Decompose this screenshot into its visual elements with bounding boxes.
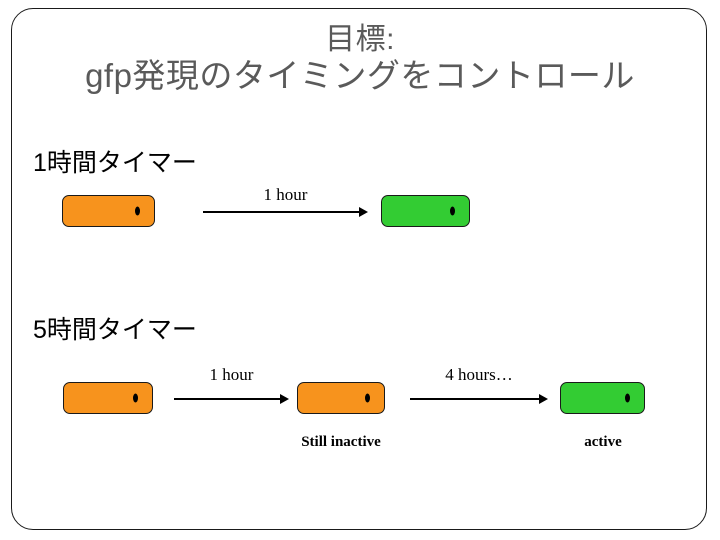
gene-marker-dot-icon — [625, 393, 630, 403]
state-caption-active: active — [584, 434, 622, 450]
gene-marker-dot-icon — [135, 206, 140, 216]
arrow-head-icon — [359, 207, 368, 217]
gene-marker-dot-icon — [365, 393, 370, 403]
page-title-line-1: 目標: — [325, 23, 395, 56]
transition-label-row1-1hour: 1 hour — [263, 185, 308, 204]
gene-marker-dot-icon — [450, 206, 455, 216]
arrow-shaft — [203, 211, 360, 213]
arrow-shaft — [410, 398, 540, 400]
section-heading-1-hour-timer: 1時間タイマー — [33, 149, 197, 177]
arrow-shaft — [174, 398, 281, 400]
gene-box-inactive-row2-step2 — [297, 382, 385, 414]
transition-arrow-row2-first — [174, 394, 289, 404]
transition-label-row2-4hours: 4 hours… — [445, 365, 513, 384]
arrow-head-icon — [280, 394, 289, 404]
page-title-line-2: gfp発現のタイミングをコントロール — [85, 57, 635, 95]
transition-arrow-row1 — [203, 207, 368, 217]
arrow-head-icon — [539, 394, 548, 404]
state-caption-still-inactive: Still inactive — [301, 434, 381, 450]
transition-arrow-row2-second — [410, 394, 548, 404]
gene-box-active-row1 — [381, 195, 470, 227]
gene-marker-dot-icon — [133, 393, 138, 403]
page-title: 目標: gfp発現のタイミングをコントロール — [20, 22, 700, 96]
gene-box-inactive-row2-step1 — [63, 382, 153, 414]
gene-box-active-row2 — [560, 382, 645, 414]
section-heading-5-hour-timer: 5時間タイマー — [33, 316, 197, 344]
transition-label-row2-1hour: 1 hour — [209, 365, 254, 384]
gene-box-inactive-row1 — [62, 195, 155, 227]
